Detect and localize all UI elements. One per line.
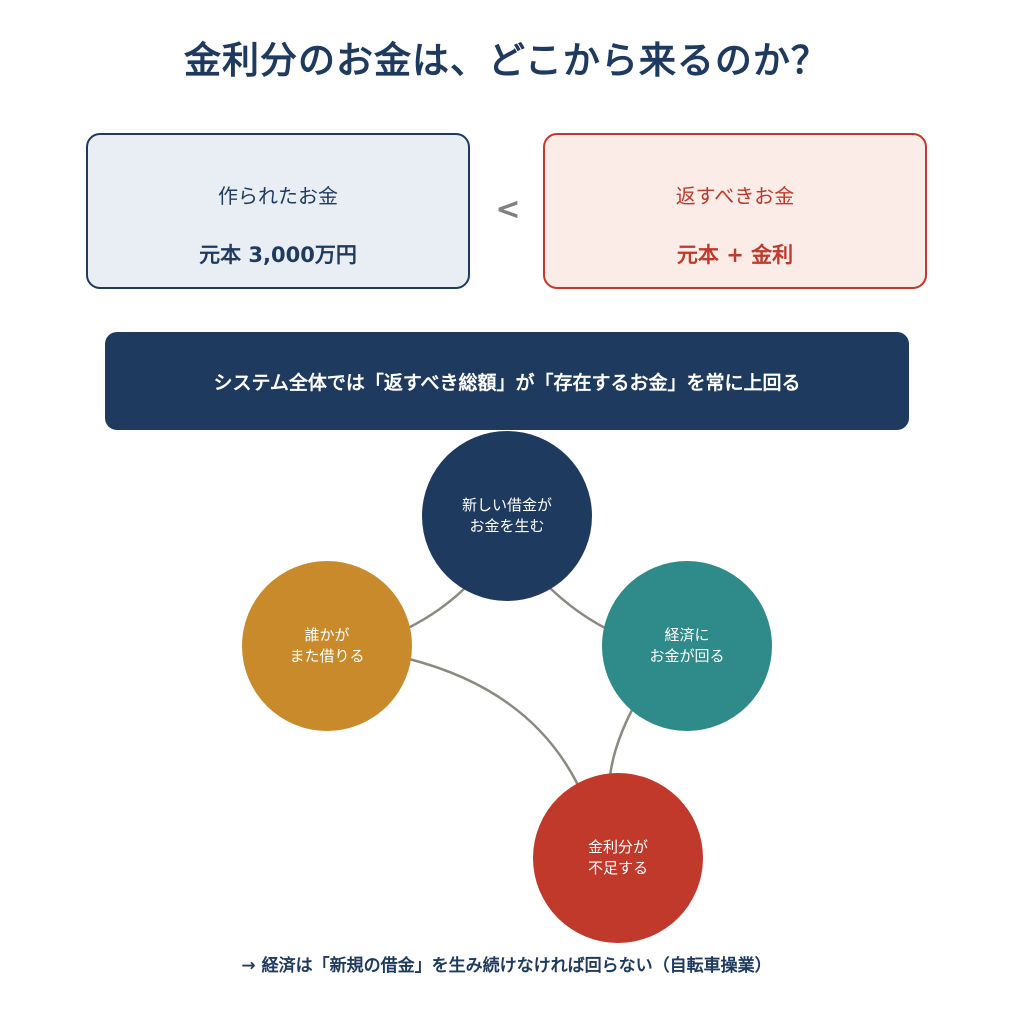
cycle-node-borrow-again-line1: 誰かが [304, 626, 350, 644]
repay-money-label: 返すべきお金 [675, 184, 795, 208]
created-money-label: 作られたお金 [218, 184, 338, 208]
repay-money-value: 元本 + 金利 [676, 243, 794, 267]
less-than-symbol: < [495, 192, 521, 227]
cycle-node-economy: 経済に お金が回る [602, 561, 772, 731]
cycle-node-shortage: 金利分が 不足する [533, 773, 703, 943]
connector-top-left [407, 587, 466, 630]
conclusion-footer: → 経済は「新規の借金」を生み続けなければ回らない（自転車操業） [241, 956, 772, 976]
cycle-node-new-debt-line1: 新しい借金が [461, 496, 552, 514]
cycle-node-borrow-again: 誰かが また借りる [242, 561, 412, 731]
cycle-node-new-debt: 新しい借金が お金を生む [422, 431, 592, 601]
connector-right-bottom [608, 709, 634, 777]
cycle-node-economy-line1: 経済に [664, 626, 710, 644]
repay-money-box: 返すべきお金 元本 + 金利 [543, 133, 927, 289]
cycle-node-new-debt-line2: お金を生む [469, 517, 545, 535]
connector-top-right [549, 587, 606, 630]
cycle-node-economy-line2: お金が回る [649, 647, 725, 665]
cycle-node-shortage-line2: 不足する [587, 859, 648, 877]
connector-left-bottom [408, 657, 580, 786]
created-money-value: 元本 3,000万円 [199, 243, 357, 267]
cycle-node-shortage-line1: 金利分が [587, 838, 648, 856]
cycle-node-borrow-again-line2: また借りる [289, 647, 365, 665]
system-summary-banner: システム全体では「返すべき総額」が「存在するお金」を常に上回る [105, 332, 909, 430]
page-title: 金利分のお金は、どこから来るのか？ [184, 39, 829, 82]
created-money-box: 作られたお金 元本 3,000万円 [86, 133, 470, 289]
